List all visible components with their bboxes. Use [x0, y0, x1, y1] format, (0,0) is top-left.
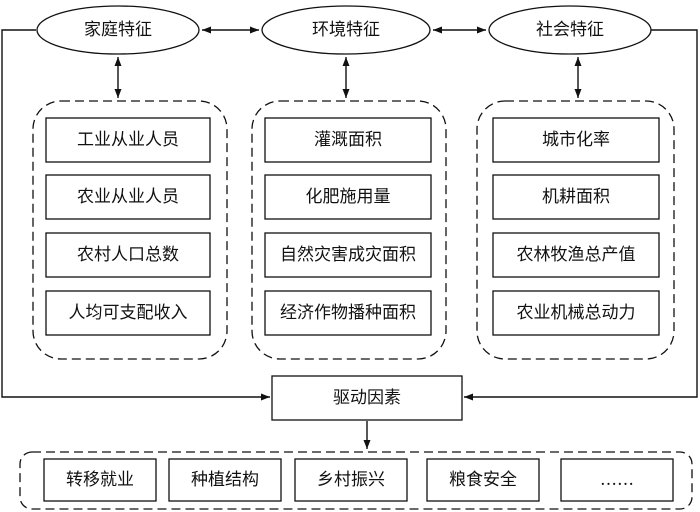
driver-box	[271, 375, 463, 421]
social-item-label: 农林牧渔总产值	[517, 245, 636, 265]
outcome-label: 转移就业	[66, 470, 134, 490]
social-item-box	[492, 232, 660, 278]
driver-node: 驱动因素	[271, 375, 463, 421]
outcome-items: 转移就业 种植结构 乡村振兴 粮食安全 ……	[43, 458, 674, 502]
family-item-box	[45, 232, 211, 278]
outcome-box	[426, 458, 540, 502]
environment-item-box	[264, 232, 432, 278]
social-item-box	[492, 174, 660, 220]
outcome-label: 种植结构	[191, 470, 259, 490]
outcome-box	[294, 458, 408, 502]
outcome-label: ……	[600, 470, 634, 490]
environment-item-label: 经济作物播种面积	[280, 303, 416, 323]
social-title: 社会特征	[536, 20, 604, 40]
family-oval	[36, 5, 200, 55]
environment-item-label: 化肥施用量	[306, 187, 391, 207]
outcome-box	[43, 458, 157, 502]
driver-label: 驱动因素	[333, 388, 401, 408]
family-item-label: 农村人口总数	[77, 245, 179, 265]
connector-family-driver	[1, 29, 270, 401]
outcome-box	[168, 458, 282, 502]
social-item-label: 机耕面积	[542, 187, 610, 207]
family-item-label: 农业从业人员	[77, 187, 179, 207]
category-environment: 环境特征	[261, 5, 431, 55]
family-items: 工业从业人员 农业从业人员 农村人口总数 人均可支配收入	[45, 117, 211, 336]
social-item-label: 农业机械总动力	[517, 303, 636, 323]
family-item-box	[45, 174, 211, 220]
family-item-label: 人均可支配收入	[69, 303, 188, 323]
environment-title: 环境特征	[312, 20, 380, 40]
environment-oval	[261, 5, 431, 55]
social-item-box	[492, 117, 660, 163]
environment-items: 灌溉面积 化肥施用量 自然灾害成灾面积 经济作物播种面积	[264, 117, 432, 336]
outcome-label: 乡村振兴	[317, 470, 385, 490]
environment-item-box	[264, 290, 432, 336]
family-title: 家庭特征	[84, 20, 152, 40]
family-item-box	[45, 290, 211, 336]
family-group	[32, 100, 228, 360]
environment-item-label: 灌溉面积	[314, 130, 382, 150]
connector-social-driver	[464, 29, 698, 401]
family-item-label: 工业从业人员	[77, 130, 179, 150]
outcome-box	[560, 458, 674, 502]
social-items: 城市化率 机耕面积 农林牧渔总产值 农业机械总动力	[492, 117, 660, 336]
outcomes-group	[19, 451, 693, 510]
family-item-box	[45, 117, 211, 163]
category-social: 社会特征	[488, 5, 652, 55]
social-item-box	[492, 290, 660, 336]
outcome-label: 粮食安全	[449, 470, 517, 490]
environment-item-box	[264, 174, 432, 220]
social-group	[476, 100, 675, 360]
category-family: 家庭特征	[36, 5, 200, 55]
environment-item-box	[264, 117, 432, 163]
social-item-label: 城市化率	[542, 130, 610, 150]
environment-group	[251, 100, 447, 360]
environment-item-label: 自然灾害成灾面积	[280, 245, 416, 265]
